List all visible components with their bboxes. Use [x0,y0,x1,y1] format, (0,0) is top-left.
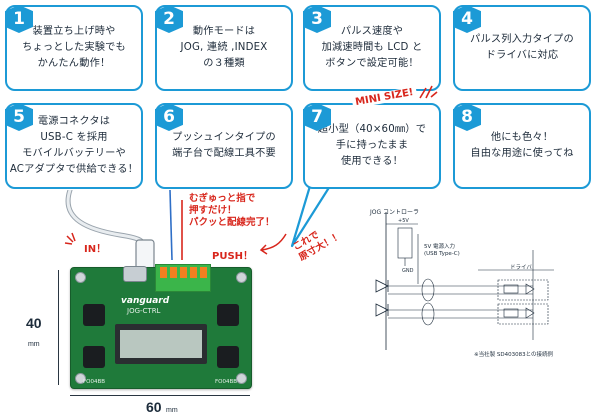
feature-badge-7: 7 [303,103,331,131]
board-button-top-right [217,304,239,326]
wiring-gnd: GND [402,268,414,274]
push-label: PUSH！ [212,251,254,262]
feature-text-4: パルス列入力タイプの ドライバに対応 [470,34,574,61]
feature-text-3: パルス速度や 加減速時間も LCD と ボタンで設定可能！ [321,26,423,69]
mount-hole [236,272,247,283]
height-value: 40 [26,315,42,331]
pcb-board: vanguard JOG-CTRL FO04BB FO04BB [70,264,252,389]
feature-text-1: 装置立ち上げ時や ちょっとした実験でも かんたん動作！ [22,26,126,69]
mount-hole [236,373,247,384]
terminal-lever [200,267,207,278]
wiring-footnote: ※当社製 SD403083との接続例 [474,352,554,358]
feature-badge-1: 1 [5,5,33,33]
lcd-display [115,324,207,364]
usb-cable [65,190,155,276]
feature-badge-6: 6 [155,103,183,131]
feature-text-2: 動作モードは JOG, 連続 ,INDEX の３種類 [180,26,268,69]
feature-badge-3: 3 [303,5,331,33]
feature-badge-2: 2 [155,5,183,33]
usb-c-port [123,266,147,282]
feature-badge-4: 4 [453,5,481,33]
push-wires [169,190,183,261]
feature-text-6: プッシュインタイプの 端子台で配線工具不要 [172,132,276,159]
board-button-bottom-right [217,346,239,368]
board-button-top-left [83,304,105,326]
in-burst-icon [64,232,76,245]
terminal-lever [160,267,167,278]
width-value: 60 [146,399,162,415]
terminal-lever [190,267,197,278]
mount-hole [75,272,86,283]
sparkle-icon [419,85,438,99]
mount-hole [75,373,86,384]
feature-badge-8: 8 [453,103,481,131]
wiring-diagram [375,212,554,350]
feature-text-8: 他にも色々！ 自由な用途に使ってね [470,132,574,159]
feature-badge-5: 5 [5,103,33,131]
terminal-lever [170,267,177,278]
height-dimension-label: 40 mm [26,315,42,351]
lcd-screen [120,330,202,358]
push-arrow-icon [259,233,287,255]
height-dimension-line [58,270,59,385]
push-instruction: むぎゅっと指で 押すだけ！ パクッと配線完了！ [189,193,275,228]
feature-text-7: 超小型（40×60㎜）で 手に持ったまま 使用できる！ [317,124,427,167]
width-dimension-label: 60 mm [146,399,178,417]
in-label: IN！ [84,244,107,255]
height-unit: mm [27,341,40,348]
board-button-bottom-left [83,346,105,368]
button-label-right: FO04BB [214,379,237,385]
feature-card-5: 電源コネクタは USB-C を採用 モバイルバッテリーや ACアダプタで供給でき… [5,103,143,189]
wiring-supply-label: 5V 電源入力 (USB Type-C) [424,244,460,257]
terminal-block [155,264,211,292]
feature-text-5: 電源コネクタは USB-C を採用 モバイルバッテリーや ACアダプタで供給でき… [9,116,139,175]
wiring-vplus: +5V [398,218,409,224]
wiring-driver-label: ドライバ [510,265,532,271]
board-model: JOG-CTRL [127,307,161,315]
wiring-title: JOG コントローラ [370,209,420,216]
board-brand: vanguard [121,296,170,306]
terminal-lever [180,267,187,278]
speech-bubble-tail [290,185,331,248]
button-label-left: FO04BB [83,379,106,385]
width-dimension-line [70,395,250,396]
width-unit: mm [166,407,178,414]
